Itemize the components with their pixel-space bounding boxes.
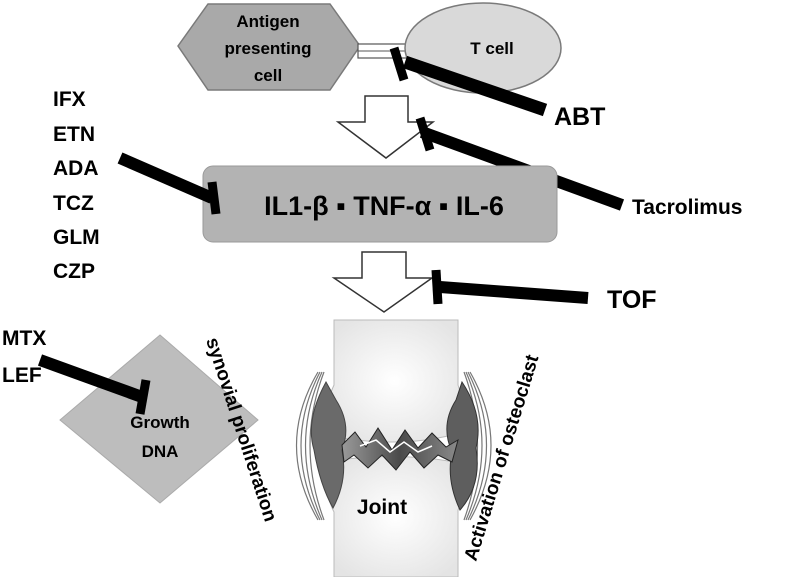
capsule-left-4 [309,371,325,521]
capsule-left-3 [304,371,323,521]
growth-dna-line-2: DNA [142,442,179,461]
capsule-right-3 [465,371,483,521]
capsule-right-4 [463,371,479,521]
drug-tcz: TCZ [53,192,94,215]
cytokine-label: IL1-β ▪ TNF-α ▪ IL-6 [264,191,504,221]
apc-label-line-3: cell [254,66,282,85]
capsule-left-1 [296,371,319,521]
tcell-label: T cell [470,39,513,58]
tof-inhibitor-line [439,281,589,304]
arrow-down-2 [331,251,435,313]
drug-ada: ADA [53,157,99,180]
synovium-left [310,380,347,510]
joint-space-erosion [341,427,459,471]
drug-czp: CZP [53,260,95,283]
synovium-right [446,380,479,511]
drug-tof: TOF [607,286,657,314]
joint-illustration [296,319,492,577]
joint-label: Joint [357,496,407,519]
drug-tacrolimus: Tacrolimus [632,196,742,219]
growth-dna-line-1: Growth [130,413,190,432]
abt-inhibitor-line [402,55,548,117]
apc-shape [177,3,361,91]
drug-glm: GLM [53,226,100,249]
apc-label-line-2: presenting [225,39,312,58]
apc-label-line-1: Antigen [236,12,299,31]
drug-lef: LEF [2,364,42,387]
upper-bone [325,319,464,443]
capsule-right-1 [469,371,492,521]
capsule-right-2 [467,371,487,521]
drug-mtx: MTX [2,327,46,350]
tacrolimus-inhibitor-bar [415,116,435,152]
joint-space-highlight [359,439,433,453]
drug-etn: ETN [53,123,95,146]
growth-dna-shape [59,334,259,504]
drug-abt: ABT [554,103,605,131]
biologics-inhibitor-line [117,152,215,204]
tof-inhibitor-bar [431,269,443,305]
drug-ifx: IFX [53,88,86,111]
abt-inhibitor-bar [389,46,409,82]
arrow-down-1 [335,95,436,159]
mtx-inhibitor-bar [135,379,151,415]
biologics-inhibitor-bar [207,181,221,215]
cytokine-box [202,165,558,243]
capsule-left-2 [300,371,321,521]
mtx-inhibitor-line [37,354,145,403]
